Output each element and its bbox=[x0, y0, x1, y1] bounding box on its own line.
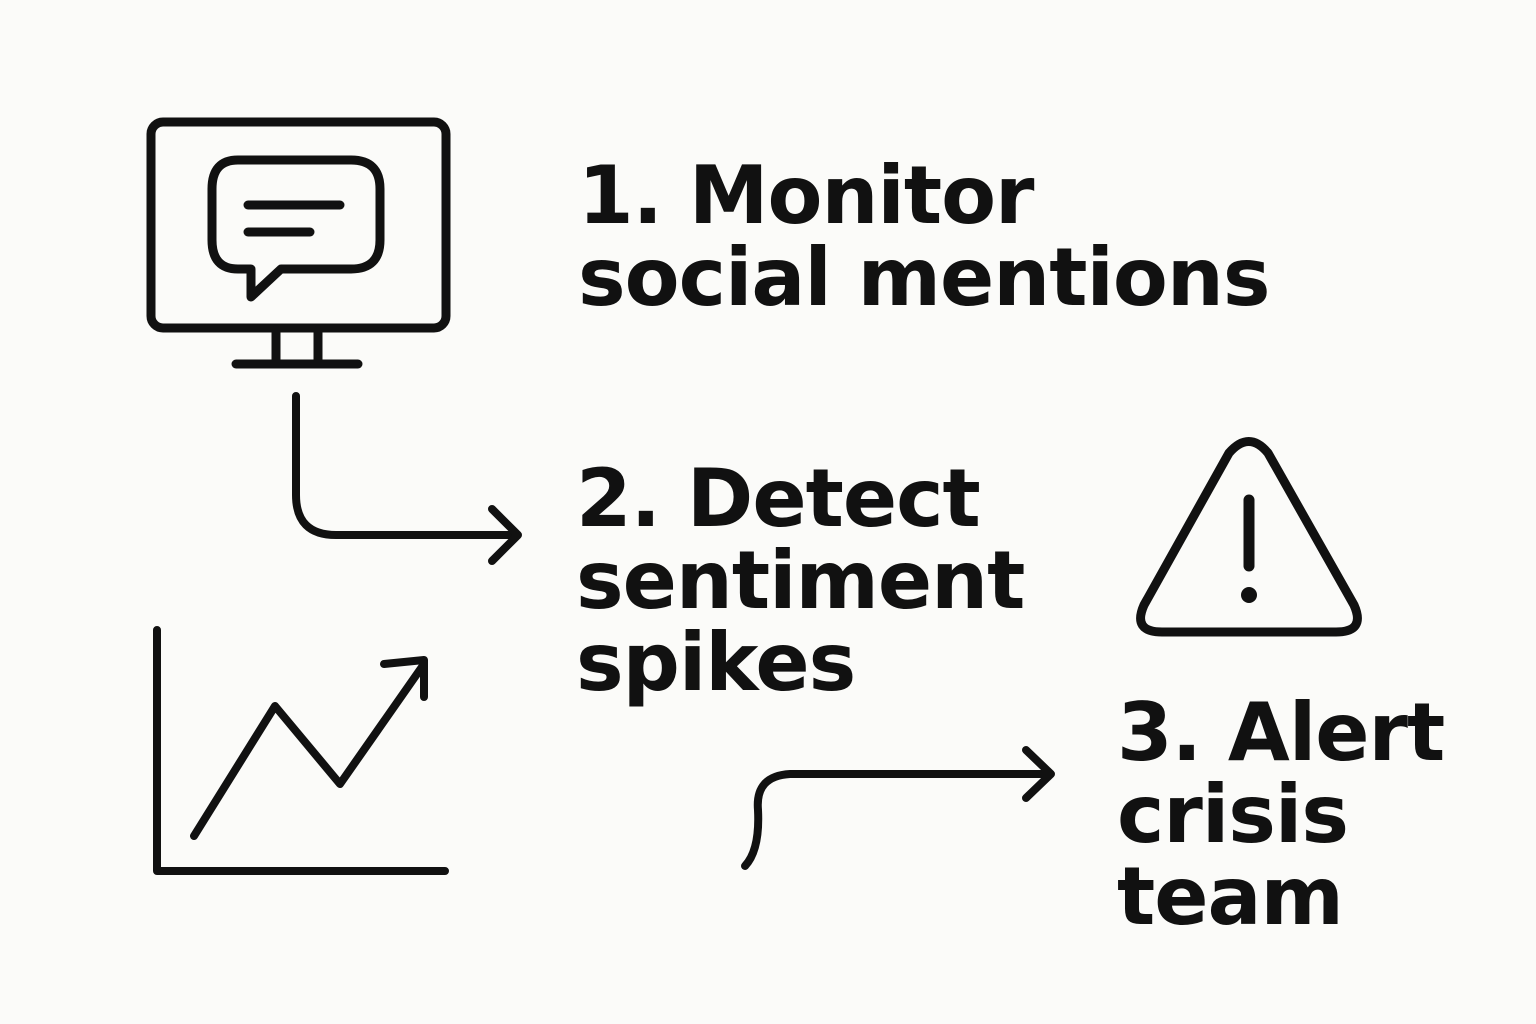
trend-chart-icon bbox=[153, 626, 449, 875]
step-1-line-2: social mentions bbox=[578, 231, 1270, 324]
arrow-monitor-to-detect-head bbox=[488, 505, 522, 565]
arrow-detect-to-alert-head bbox=[1022, 746, 1055, 802]
monitor-chat-icon bbox=[146, 117, 451, 369]
step-alert-label: 3. Alert crisis team bbox=[1117, 686, 1445, 943]
arrow-monitor-to-detect bbox=[292, 392, 518, 539]
connector-arrow-icon bbox=[741, 746, 1055, 870]
chart-axes bbox=[153, 626, 449, 875]
step-detect-label: 2. Detect sentiment spikes bbox=[576, 452, 1025, 709]
connector-arrow-icon bbox=[292, 392, 522, 565]
step-2-line-1: 2. Detect bbox=[576, 452, 981, 545]
step-monitor-label: 1. Monitor social mentions bbox=[578, 149, 1270, 324]
arrow-detect-to-alert bbox=[741, 770, 1052, 870]
monitor-screen bbox=[146, 117, 451, 333]
chart-trend-line bbox=[190, 660, 428, 840]
warning-exclamation-dot bbox=[1241, 587, 1257, 603]
warning-triangle-icon bbox=[1136, 437, 1362, 637]
warning-triangle bbox=[1136, 437, 1362, 637]
chat-bubble-icon bbox=[207, 155, 385, 302]
step-1-line-1: 1. Monitor bbox=[578, 149, 1035, 242]
step-3-line-3: team bbox=[1117, 850, 1344, 943]
chart-trend-arrowhead bbox=[380, 656, 428, 701]
step-2-line-3: spikes bbox=[576, 616, 856, 709]
step-3-line-1: 3. Alert bbox=[1117, 686, 1445, 779]
step-2-line-2: sentiment bbox=[576, 534, 1025, 627]
step-3-line-2: crisis bbox=[1117, 768, 1349, 861]
